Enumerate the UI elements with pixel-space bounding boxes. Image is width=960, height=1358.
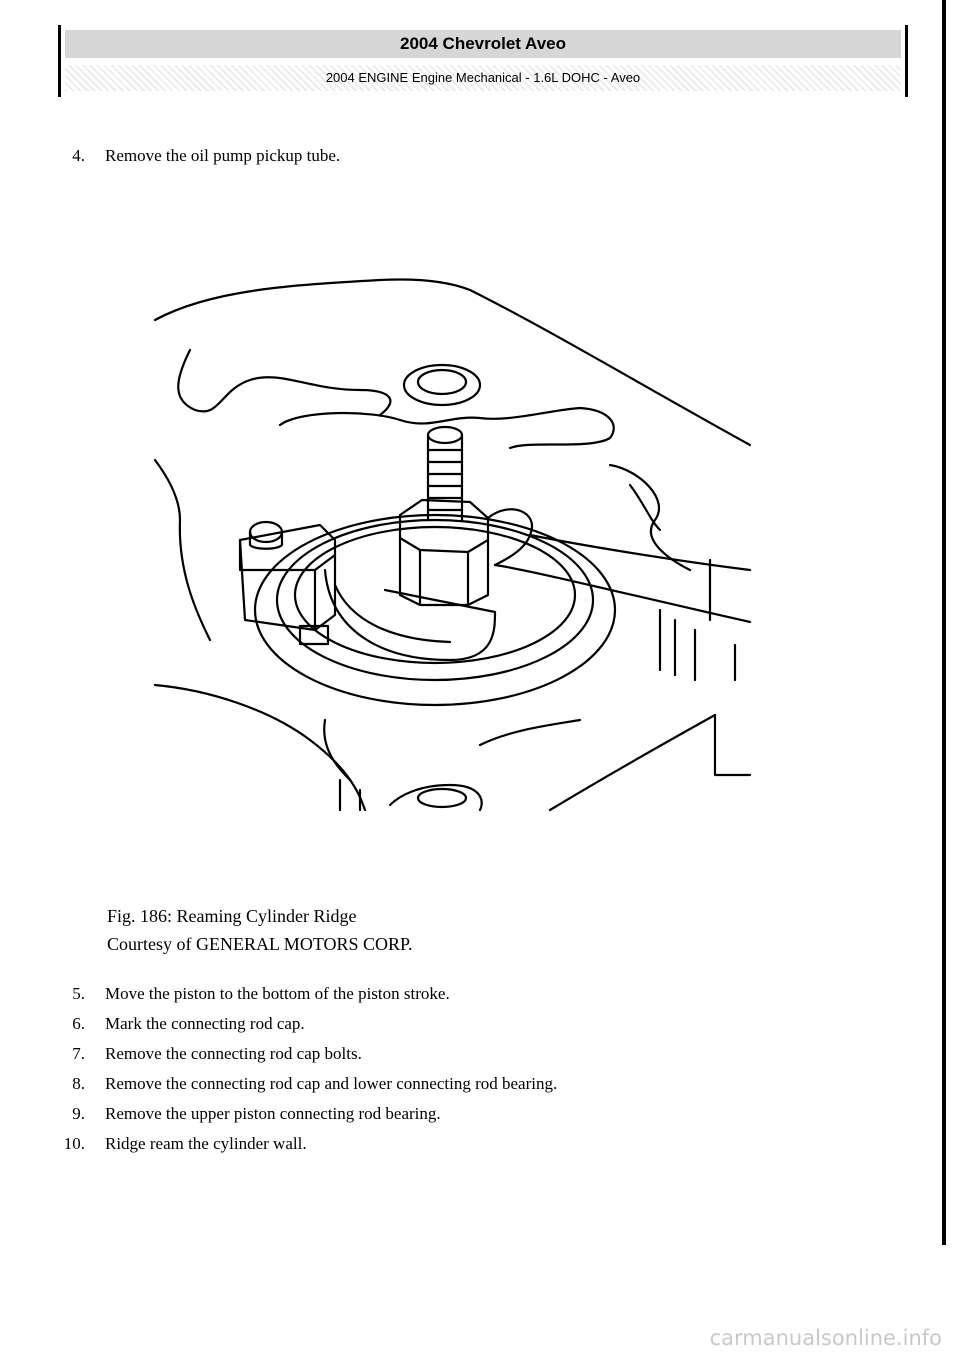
step-text: Remove the upper piston connecting rod b… (105, 1104, 441, 1123)
document-title: 2004 Chevrolet Aveo (65, 30, 901, 58)
step-text: Remove the connecting rod cap bolts. (105, 1044, 362, 1063)
step-number: 10. (63, 1134, 85, 1153)
step-item: 9. Remove the upper piston connecting ro… (72, 1104, 441, 1124)
step-text: Remove the connecting rod cap and lower … (105, 1074, 558, 1093)
figure-courtesy: Courtesy of GENERAL MOTORS CORP. (107, 934, 413, 954)
step-item: 7. Remove the connecting rod cap bolts. (72, 1044, 362, 1064)
figure-caption: Fig. 186: Reaming Cylinder Ridge (107, 906, 357, 926)
step-item: 8. Remove the connecting rod cap and low… (72, 1074, 558, 1094)
watermark: carmanualsonline.info (709, 1326, 942, 1350)
step-text: Mark the connecting rod cap. (105, 1014, 305, 1033)
reaming-cylinder-ridge-illustration (153, 278, 752, 812)
step-text: Move the piston to the bottom of the pis… (105, 984, 450, 1003)
step-number: 5. (72, 984, 85, 1003)
page-border-rule (942, 0, 946, 1245)
document-header: 2004 Chevrolet Aveo 2004 ENGINE Engine M… (58, 25, 908, 97)
step-number: 6. (72, 1014, 85, 1033)
step-item: 6. Mark the connecting rod cap. (72, 1014, 305, 1034)
document-subtitle: 2004 ENGINE Engine Mechanical - 1.6L DOH… (65, 65, 901, 91)
step-number: 4. (72, 146, 85, 165)
step-number: 8. (72, 1074, 85, 1093)
step-item: 5. Move the piston to the bottom of the … (72, 984, 450, 1004)
step-item: 10. Ridge ream the cylinder wall. (64, 1134, 307, 1154)
step-number: 7. (72, 1044, 85, 1063)
step-text: Ridge ream the cylinder wall. (105, 1134, 307, 1153)
step-item: 4. Remove the oil pump pickup tube. (72, 146, 341, 166)
step-text: Remove the oil pump pickup tube. (105, 146, 341, 165)
step-number: 9. (72, 1104, 85, 1123)
